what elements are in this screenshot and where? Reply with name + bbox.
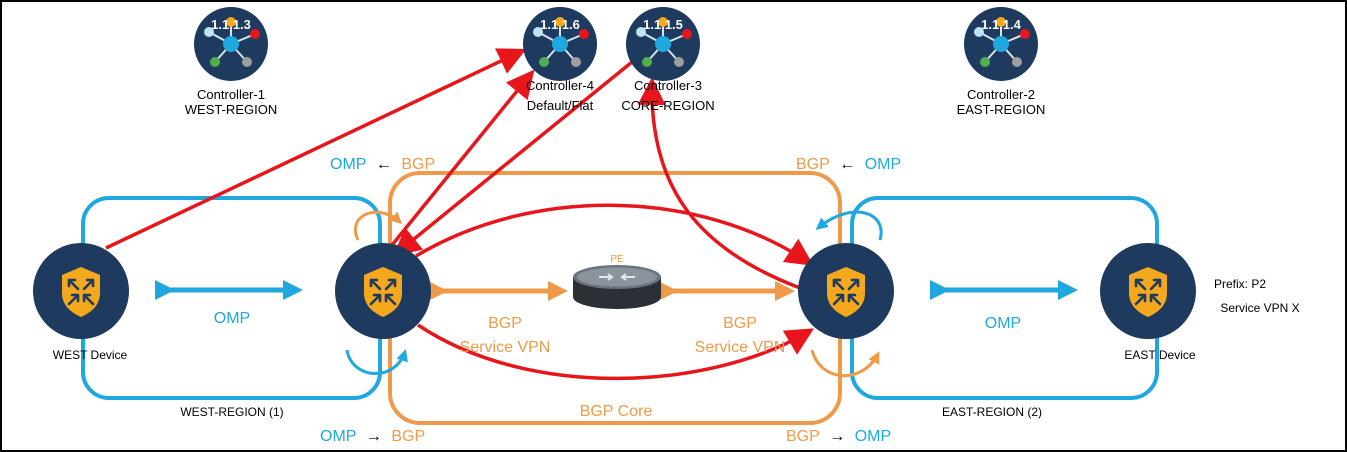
- arrow-west-to-controller4: [105, 48, 527, 250]
- bgp-label-east: BGP: [723, 315, 757, 332]
- controller-3-region: CORE-REGION: [621, 98, 714, 113]
- bgp-core-label: BGP Core: [580, 403, 653, 420]
- west-region-label: WEST-REGION (1): [180, 405, 283, 419]
- controller-1-ip: 1.1.1.3: [211, 17, 251, 32]
- control-plane-arrows: [105, 48, 815, 381]
- controller-4-name: Controller-4: [526, 78, 594, 93]
- controller-4-region: Default/Flat: [527, 98, 594, 113]
- east-device-label: EAST Device: [1124, 348, 1195, 362]
- service-vpn-x-label: Service VPN X: [1220, 301, 1299, 315]
- router-arrows-icon: [599, 273, 635, 281]
- west-device[interactable]: [33, 243, 129, 339]
- redistribution-bottom-east: BGP → OMP: [786, 428, 891, 445]
- controller-2[interactable]: 1.1.1.4: [963, 6, 1039, 82]
- pe-router[interactable]: [573, 265, 661, 309]
- controller-4-ip: 1.1.1.6: [540, 17, 580, 32]
- arrow-border-west-to-controller4: [359, 69, 535, 281]
- redistribution-top-west: OMP ← BGP: [330, 156, 435, 173]
- controller-4[interactable]: 1.1.1.6: [522, 6, 598, 82]
- arrow-west-to-east-top: [415, 203, 814, 266]
- controller-3[interactable]: 1.1.1.5: [625, 6, 701, 82]
- controller-3-ip: 1.1.1.5: [643, 17, 683, 32]
- redistribute-arrow-west-bottom: [345, 349, 408, 375]
- bgp-label-west: BGP: [488, 315, 522, 332]
- pe-label: PE: [610, 254, 624, 265]
- controller-1-region: WEST-REGION: [185, 102, 277, 117]
- controller-1[interactable]: 1.1.1.3: [193, 6, 269, 82]
- omp-label-east: OMP: [985, 315, 1021, 332]
- arrow-west-to-east-bottom: [417, 323, 815, 381]
- east-border-router[interactable]: [798, 243, 894, 339]
- redistribute-arrow-east-top: [815, 210, 883, 241]
- controller-1-name: Controller-1: [197, 87, 265, 102]
- arrow-controller3-to-border-west: [392, 60, 634, 257]
- west-device-label: WEST Device: [53, 348, 128, 362]
- arrow-east-to-controller3: [637, 77, 801, 290]
- controller-2-ip: 1.1.1.4: [981, 17, 1022, 32]
- west-border-router[interactable]: [335, 243, 431, 339]
- redistribute-arrow-east-bottom: [810, 349, 880, 378]
- redistribution-bottom-west: OMP → BGP: [320, 428, 425, 445]
- east-region-label: EAST-REGION (2): [942, 405, 1042, 419]
- prefix-label: Prefix: P2: [1214, 277, 1266, 291]
- redistribution-top-east: BGP ← OMP: [796, 156, 901, 173]
- service-vpn-label-west: Service VPN: [460, 339, 551, 356]
- controller-3-name: Controller-3: [634, 78, 702, 93]
- controller-2-name: Controller-2: [967, 87, 1035, 102]
- controller-2-region: EAST-REGION: [957, 102, 1046, 117]
- omp-label-west: OMP: [214, 310, 250, 327]
- east-device[interactable]: [1100, 243, 1196, 339]
- service-vpn-label-east: Service VPN: [695, 339, 786, 356]
